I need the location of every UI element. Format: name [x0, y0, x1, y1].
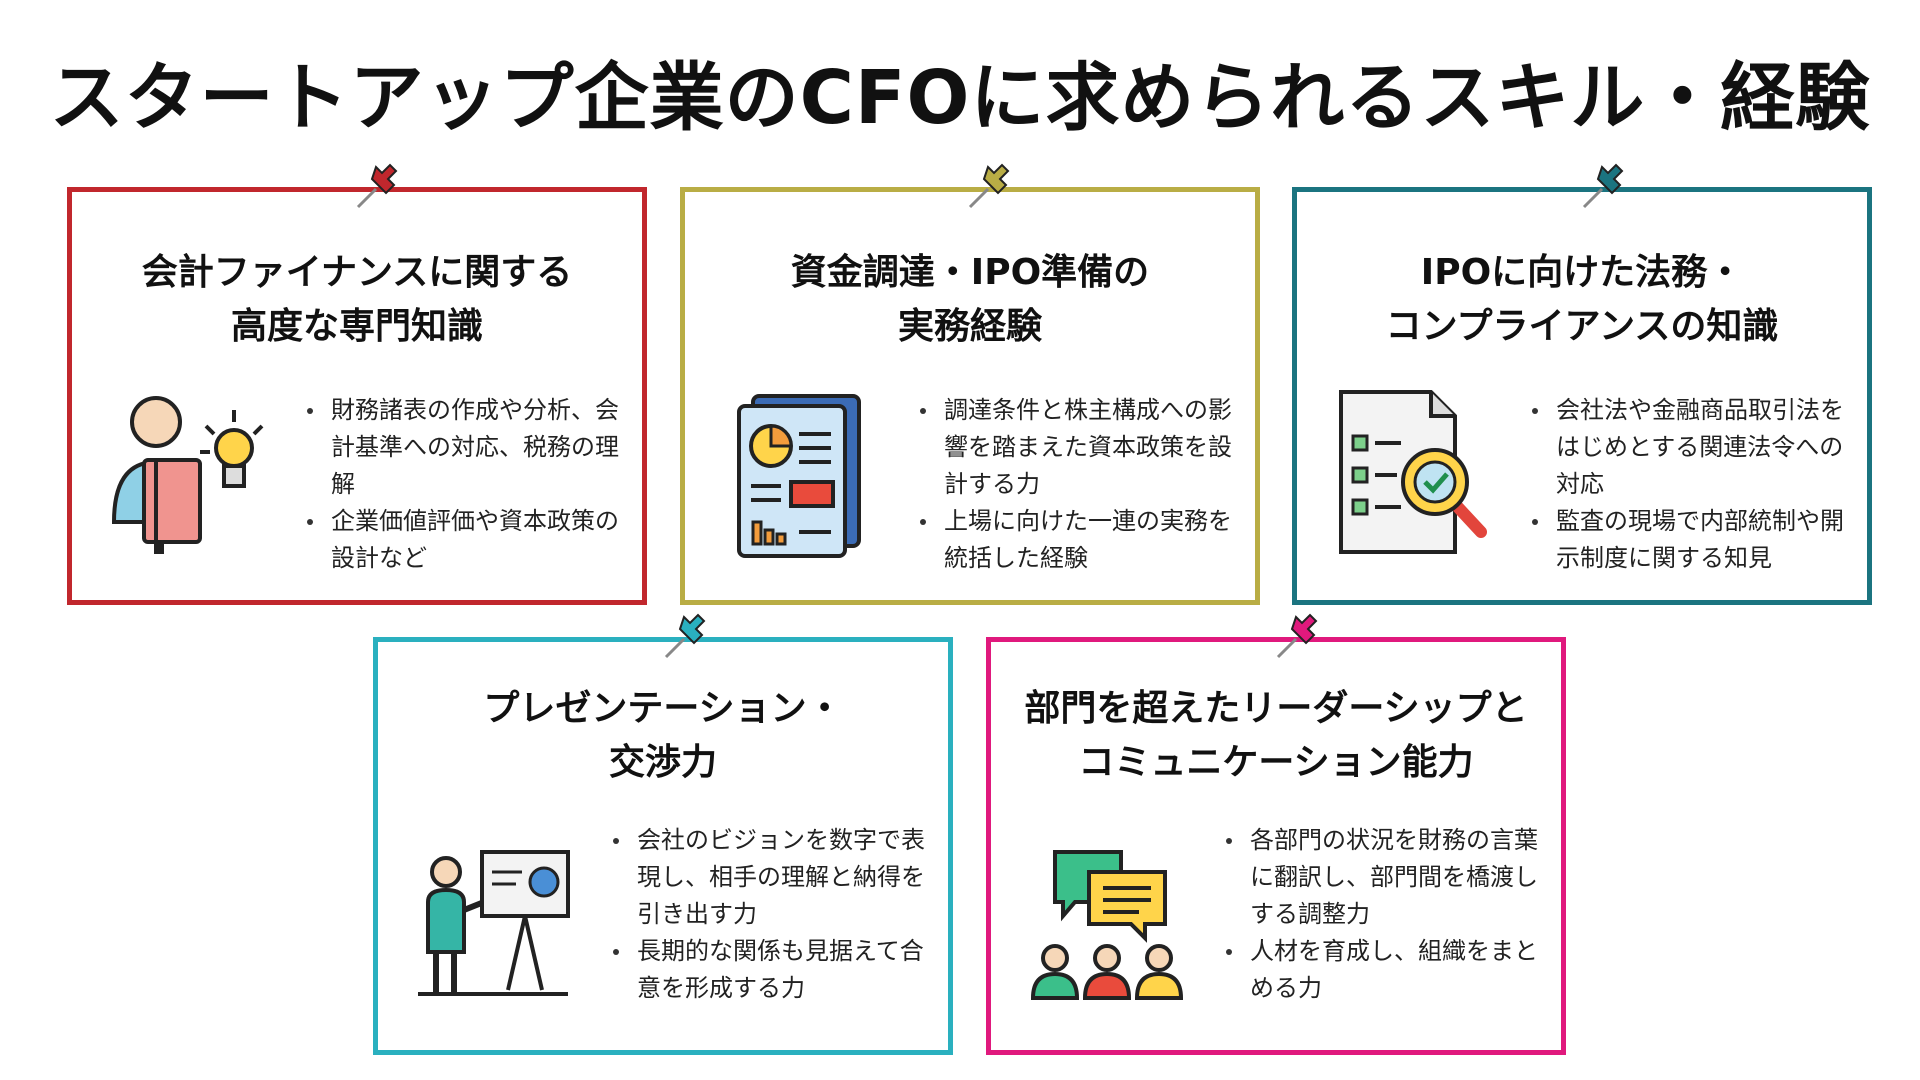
bullet-item: 会社のビジョンを数字で表現し、相手の理解と納得を引き出す力 — [611, 822, 929, 933]
bullet-list: 各部門の状況を財務の言葉に翻訳し、部門間を橋渡しする調整力 人材を育成し、組織を… — [1224, 822, 1542, 1007]
bullet-item: 会社法や金融商品取引法をはじめとする関連法令への対応 — [1530, 392, 1848, 503]
person-book-lightbulb-icon — [106, 382, 266, 562]
page-title: スタートアップ企業のCFOに求められるスキル・経験 — [49, 55, 1871, 141]
push-pin-icon — [356, 163, 398, 209]
skill-card-leadership: 部門を超えたリーダーシップと コミュニケーション能力 各部門の状況を財務の言葉に… — [986, 637, 1566, 1055]
push-pin-icon — [1582, 163, 1624, 209]
bullet-item: 長期的な関係も見据えて合意を形成する力 — [611, 933, 929, 1007]
bullet-item: 上場に向けた一連の実務を統括した経験 — [918, 503, 1236, 577]
skill-card-presentation: プレゼンテーション・ 交渉力 会社のビジョンを数字で表現し、相手の理解と納得を引… — [373, 637, 953, 1055]
report-document-icon — [719, 382, 879, 562]
push-pin-icon — [1276, 613, 1318, 659]
card-title: プレゼンテーション・ 交渉力 — [483, 688, 843, 783]
bullet-item: 財務諸表の作成や分析、会計基準への対応、税務の理解 — [305, 392, 623, 503]
bullet-list: 会社法や金融商品取引法をはじめとする関連法令への対応 監査の現場で内部統制や開示… — [1530, 392, 1848, 577]
bullet-item: 人材を育成し、組織をまとめる力 — [1224, 933, 1542, 1007]
card-title: IPOに向けた法務・ コンプライアンスの知識 — [1385, 252, 1779, 347]
bullet-item: 各部門の状況を財務の言葉に翻訳し、部門間を橋渡しする調整力 — [1224, 822, 1542, 933]
checklist-magnifier-icon — [1331, 382, 1491, 562]
bullet-list: 調達条件と株主構成への影響を踏まえた資本政策を設計する力 上場に向けた一連の実務… — [918, 392, 1236, 577]
bullet-item: 調達条件と株主構成への影響を踏まえた資本政策を設計する力 — [918, 392, 1236, 503]
push-pin-icon — [664, 613, 706, 659]
push-pin-icon — [968, 163, 1010, 209]
presenter-board-icon — [412, 832, 572, 1012]
team-chat-icon — [1025, 832, 1185, 1012]
bullet-list: 財務諸表の作成や分析、会計基準への対応、税務の理解 企業価値評価や資本政策の設計… — [305, 392, 623, 577]
card-title: 会計ファイナンスに関する 高度な専門知識 — [141, 252, 573, 347]
card-title: 資金調達・IPO準備の 実務経験 — [790, 252, 1150, 347]
skill-card-fundraising: 資金調達・IPO準備の 実務経験 調達条件と株主構成への影響を踏まえた資本政策を… — [680, 187, 1260, 605]
bullet-item: 監査の現場で内部統制や開示制度に関する知見 — [1530, 503, 1848, 577]
bullet-item: 企業価値評価や資本政策の設計など — [305, 503, 623, 577]
card-title: 部門を超えたリーダーシップと コミュニケーション能力 — [1024, 688, 1528, 783]
bullet-list: 会社のビジョンを数字で表現し、相手の理解と納得を引き出す力 長期的な関係も見据え… — [611, 822, 929, 1007]
skill-card-compliance: IPOに向けた法務・ コンプライアンスの知識 会社法や金融商品取引法をはじめとす… — [1292, 187, 1872, 605]
skill-card-accounting: 会計ファイナンスに関する 高度な専門知識 財務諸表の作成や分析、会計基準への対応… — [67, 187, 647, 605]
